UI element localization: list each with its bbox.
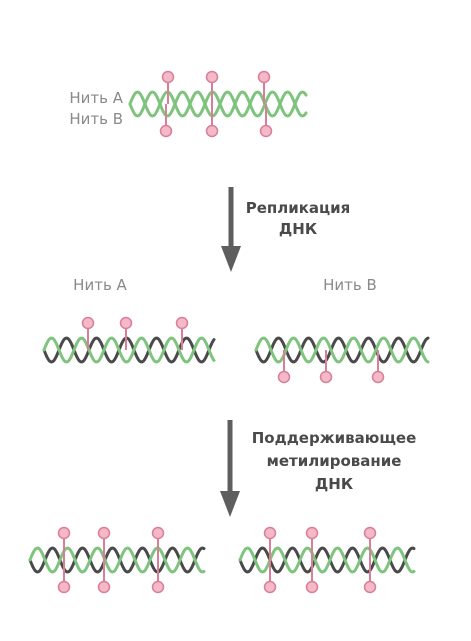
- methyl-group-icon: [263, 580, 277, 594]
- methyl-group-icon: [119, 316, 133, 330]
- methyl-group-icon: [151, 526, 165, 540]
- methyl-group-icon: [205, 70, 219, 84]
- methyl-group-icon: [277, 370, 291, 384]
- maintenance-label-line3: ДНК: [315, 475, 354, 493]
- methyl-group-icon: [57, 526, 71, 540]
- replication-label-line1: Репликация: [246, 199, 351, 217]
- methyl-group-icon: [57, 580, 71, 594]
- methyl-group-icon: [305, 580, 319, 594]
- methyl-group-icon: [263, 526, 277, 540]
- top-strand-a-label: Нить А: [69, 89, 123, 107]
- top-strand-b-label: Нить В: [69, 110, 123, 128]
- dna-strand-a: [254, 336, 430, 364]
- maintenance-methylation-arrow: [220, 420, 240, 517]
- daughter-dna-b-methylated: [238, 526, 416, 594]
- methyl-group-icon: [81, 316, 95, 330]
- replication-label-line2: ДНК: [279, 220, 318, 238]
- methyl-group-icon: [151, 580, 165, 594]
- dna-strand-a: [28, 546, 206, 574]
- parental-dna-helix: [128, 70, 308, 138]
- methyl-group-icon: [363, 526, 377, 540]
- dna-strand-b: [28, 546, 206, 574]
- middle-strand-a-label: Нить А: [73, 276, 127, 294]
- methyl-group-icon: [371, 370, 385, 384]
- methyl-group-icon: [257, 70, 271, 84]
- methyl-group-icon: [319, 370, 333, 384]
- maintenance-label-line1: Поддерживающее: [252, 429, 417, 447]
- daughter-dna-b-hemimethylated: [254, 336, 430, 384]
- methyl-group-icon: [205, 124, 219, 138]
- methyl-group-icon: [97, 580, 111, 594]
- methyl-group-icon: [363, 580, 377, 594]
- dna-strand-b: [42, 336, 216, 364]
- methyl-group-icon: [97, 526, 111, 540]
- maintenance-label-line2: метилирование: [267, 452, 402, 470]
- dna-strand-a: [42, 336, 216, 364]
- methyl-group-icon: [259, 124, 273, 138]
- methyl-group-icon: [161, 70, 175, 84]
- methyl-group-icon: [175, 316, 189, 330]
- methyl-group-icon: [159, 124, 173, 138]
- dna-strand-b: [128, 90, 308, 118]
- replication-arrow: [221, 187, 241, 272]
- daughter-dna-a-hemimethylated: [42, 316, 216, 364]
- middle-strand-b-label: Нить В: [323, 276, 377, 294]
- daughter-dna-a-methylated: [28, 526, 206, 594]
- methyl-group-icon: [305, 526, 319, 540]
